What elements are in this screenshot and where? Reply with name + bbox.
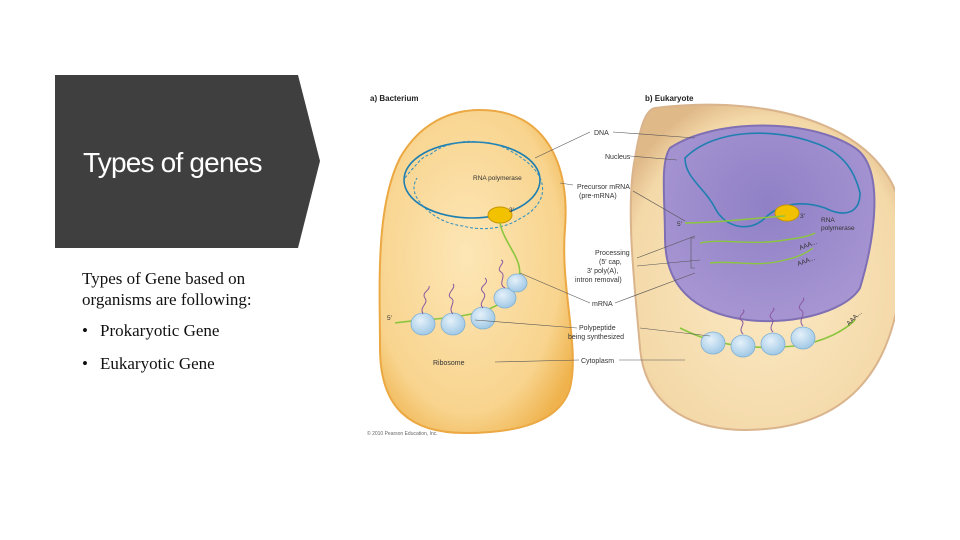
processing-label-4: intron removal) bbox=[575, 277, 622, 284]
bacterial-polypeptides bbox=[421, 259, 506, 315]
body-text: Types of Gene based on organisms are fol… bbox=[82, 268, 312, 386]
figure-svg: a) Bacterium b) Eukaryote RNA polymerase… bbox=[367, 94, 905, 437]
gene-expression-figure: a) Bacterium b) Eukaryote RNA polymerase… bbox=[355, 88, 905, 443]
eukaryotic-ribosomes bbox=[700, 326, 816, 358]
bacterial-dna bbox=[403, 141, 541, 219]
eukaryotic-polypeptides bbox=[739, 297, 805, 335]
nuclear-dna bbox=[684, 132, 861, 228]
panel-a-label: a) Bacterium bbox=[370, 94, 418, 103]
ribosome-label: Ribosome bbox=[433, 360, 465, 367]
cytoplasm-label: Cytoplasm bbox=[581, 358, 614, 365]
rna-polymerase-eukaryote bbox=[774, 204, 800, 222]
five-prime-label-b: 5′ bbox=[677, 221, 683, 228]
polypeptide-label-1: Polypeptide bbox=[579, 325, 616, 332]
center-labels: DNA Nucleus Precursor mRNA (pre-mRNA) Pr… bbox=[568, 130, 631, 365]
precursor-label-2: (pre-mRNA) bbox=[579, 193, 617, 200]
bullet-text: Eukaryotic Gene bbox=[100, 354, 215, 373]
bullet-item: • Eukaryotic Gene bbox=[82, 353, 312, 374]
rna-polymerase-label-a: RNA polymerase bbox=[473, 175, 522, 182]
bacterial-dna-helix bbox=[404, 140, 544, 230]
processing-label-1: Processing bbox=[595, 250, 630, 257]
bullet-list: • Prokaryotic Gene • Eukaryotic Gene bbox=[82, 320, 312, 374]
rna-polymerase-label-b1: RNA bbox=[821, 217, 835, 224]
nucleus bbox=[662, 124, 876, 323]
dna-label: DNA bbox=[594, 130, 609, 137]
three-prime-label-a: 3′ bbox=[509, 207, 515, 214]
intro-text: Types of Gene based on organisms are fol… bbox=[82, 269, 252, 309]
bullet-icon: • bbox=[82, 354, 88, 373]
rna-polymerase-label-b2: polymerase bbox=[821, 225, 855, 232]
leader-lines bbox=[474, 131, 711, 363]
title-panel: Types of genes bbox=[55, 75, 320, 248]
pre-mrna-strands bbox=[684, 215, 816, 265]
bullet-text: Prokaryotic Gene bbox=[100, 321, 220, 340]
mrna-label: mRNA bbox=[592, 301, 613, 308]
polypeptide-label-2: being synthesized bbox=[568, 334, 624, 341]
processing-label-2: (5′ cap, bbox=[599, 259, 622, 266]
panel-b-label: b) Eukaryote bbox=[645, 94, 694, 103]
processing-label-3: 3′ poly(A), bbox=[587, 268, 618, 275]
nucleus-label: Nucleus bbox=[605, 154, 631, 161]
slide-title: Types of genes bbox=[83, 147, 263, 178]
three-prime-label-b: 3′ bbox=[800, 213, 806, 220]
five-prime-label-a: 5′ bbox=[387, 315, 393, 322]
bullet-icon: • bbox=[82, 321, 88, 340]
bullet-item: • Prokaryotic Gene bbox=[82, 320, 312, 341]
bacterial-ribosomes bbox=[410, 273, 528, 336]
bacterium-cell bbox=[378, 108, 574, 435]
copyright-label: © 2010 Pearson Education, Inc. bbox=[367, 430, 438, 437]
precursor-label-1: Precursor mRNA bbox=[577, 184, 630, 191]
title-panel-shape bbox=[55, 75, 320, 248]
